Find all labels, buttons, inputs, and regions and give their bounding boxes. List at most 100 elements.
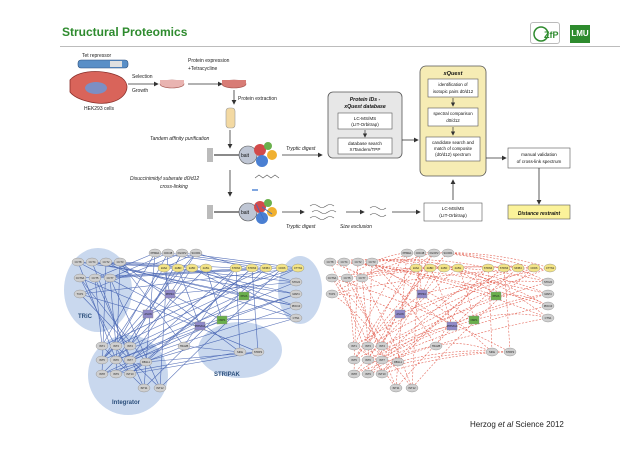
right-protein-node: STRN3 — [497, 263, 511, 273]
right-crosslink-edge — [329, 261, 453, 327]
peptide-squiggles-1 — [309, 204, 337, 220]
right-protein-node-label: INT6 — [365, 358, 371, 362]
page-title: Structural Proteomics — [62, 25, 188, 39]
left-protein-node: CKD6 — [275, 263, 289, 273]
right-protein-node: INT5 — [347, 355, 361, 365]
left-protein-node-label: INT7 — [127, 358, 133, 362]
left-crosslink-edge — [191, 267, 245, 297]
left-protein-node: CCT7 — [103, 273, 117, 283]
right-crosslink-edge — [353, 267, 417, 361]
right-crosslink-edge — [353, 317, 549, 375]
right-protein-node-label: INT4 — [379, 344, 385, 348]
left-protein-node-label: CKD6 — [279, 266, 286, 270]
zfp-logo: ZfP — [530, 22, 560, 44]
right-crosslink-edge — [353, 293, 423, 361]
left-crosslink-edge — [77, 261, 201, 327]
bait-complex-1: bait — [207, 142, 277, 167]
right-protein-node-label: TRA2B — [432, 344, 441, 348]
right-crosslink-edge — [331, 293, 401, 315]
right-crosslink-edge — [381, 267, 445, 361]
protein-ids-title-2: xQuest database — [343, 104, 386, 110]
left-protein-node: SIKE — [233, 347, 247, 357]
right-crosslink-edge — [411, 252, 421, 389]
right-crosslink-edge — [331, 277, 511, 353]
right-crosslink-edge — [353, 252, 408, 347]
right-protein-node: TRA2B — [429, 341, 443, 351]
right-protein-node: 2ABD — [423, 263, 437, 273]
hek293-cell-image: HEK293 cells — [69, 71, 128, 112]
right-protein-node: INT3 — [361, 341, 375, 351]
right-crosslink-edge — [371, 261, 437, 347]
growth-label: Growth — [132, 88, 148, 94]
left-protein-node-label: CTN1 — [293, 316, 300, 320]
right-crosslink-edge — [353, 319, 475, 375]
right-protein-node-label: INT7 — [379, 358, 385, 362]
left-protein-node: CCT8 — [71, 257, 85, 267]
distance-restraint-label: Distance restraint — [518, 211, 561, 217]
left-protein-node-label: INT5 — [99, 358, 105, 362]
right-protein-node-label: SCOR1 — [444, 251, 453, 255]
left-protein-node: PDC10 — [289, 301, 303, 311]
right-crosslink-edge — [353, 267, 519, 347]
right-crosslink-edge — [353, 252, 449, 361]
left-protein-node: INT11 — [137, 383, 151, 393]
left-protein-node-label: CCT5 — [92, 276, 99, 280]
left-protein-node: TRA2B — [177, 341, 191, 351]
right-protein-node: 2A5D — [437, 263, 451, 273]
left-protein-node-label: 2ABD — [175, 266, 182, 270]
protein-expression-label: Protein expression — [188, 58, 230, 64]
left-protein-node: INT1 — [95, 341, 109, 351]
petri-dish-1 — [159, 79, 185, 89]
right-protein-node: 2A5G — [451, 263, 465, 273]
xquest-box: xQuest identification of isotopic pairs … — [419, 65, 487, 177]
right-crosslink-edge — [329, 261, 549, 295]
right-protein-node-label: CCT2 — [355, 260, 362, 264]
right-protein-node-label: INT10 — [378, 372, 386, 376]
right-protein-node: CCT8 — [323, 257, 337, 267]
left-crosslink-edge — [159, 252, 169, 389]
left-protein-node-label: 2A5G — [203, 266, 210, 270]
right-protein-node: FGOP2 — [427, 248, 441, 258]
left-protein-node: ASUN — [142, 309, 154, 319]
right-crosslink-edge — [381, 313, 401, 347]
right-protein-node-label: FGOP2 — [430, 251, 439, 255]
xq-box3-line2: match of composite — [434, 146, 473, 151]
left-protein-node: MAP4 — [289, 289, 303, 299]
right-protein-node: CTTN1 — [543, 263, 557, 273]
left-crosslink-edge — [159, 267, 283, 389]
left-protein-node: CTN1 — [289, 313, 303, 323]
left-protein-node-label: PPME1 — [151, 251, 160, 255]
right-protein-node: ASUN — [394, 309, 406, 319]
bait-complex-2: bait — [207, 199, 277, 224]
left-protein-node: CCT4 — [85, 257, 99, 267]
left-crosslink-edge — [79, 293, 131, 347]
left-protein-node: PP2A — [238, 291, 250, 301]
left-crosslink-edge — [163, 267, 297, 283]
left-protein-node: MOB4 — [259, 263, 273, 273]
bait-label-2: bait — [241, 210, 250, 216]
right-protein-node: CCT7 — [355, 273, 369, 283]
right-protein-node-label: STRN3 — [500, 266, 509, 270]
left-protein-node: INT8 — [95, 369, 109, 379]
integrator-label: Integrator — [112, 400, 141, 406]
left-crosslink-edge — [115, 345, 161, 389]
right-protein-node: CDC48 — [413, 248, 427, 258]
left-protein-node: INT4 — [123, 341, 137, 351]
right-protein-node-label: PPME1 — [403, 251, 412, 255]
right-crosslink-edge — [331, 293, 383, 347]
right-protein-node: INT6 — [361, 355, 375, 365]
left-protein-node: TCP1 — [73, 289, 87, 299]
left-protein-node-label: PDC10 — [292, 304, 301, 308]
left-protein-node-label: INT11 — [141, 386, 148, 390]
right-protein-node: INT8 — [347, 369, 361, 379]
left-crosslink-edge — [115, 267, 283, 347]
xq-box3-line1: candidate search and — [432, 140, 475, 145]
dbsearch-line1: database search — [348, 141, 382, 146]
left-crosslink-edge — [163, 267, 171, 295]
left-protein-node: CCT2 — [99, 257, 113, 267]
right-protein-node-label: STRN4 — [484, 266, 493, 270]
left-protein-node-label: TRA2B — [180, 344, 189, 348]
left-crosslink-edge — [79, 293, 149, 315]
left-protein-node-label: INT9 — [113, 372, 119, 376]
right-protein-node: CCT4 — [337, 257, 351, 267]
